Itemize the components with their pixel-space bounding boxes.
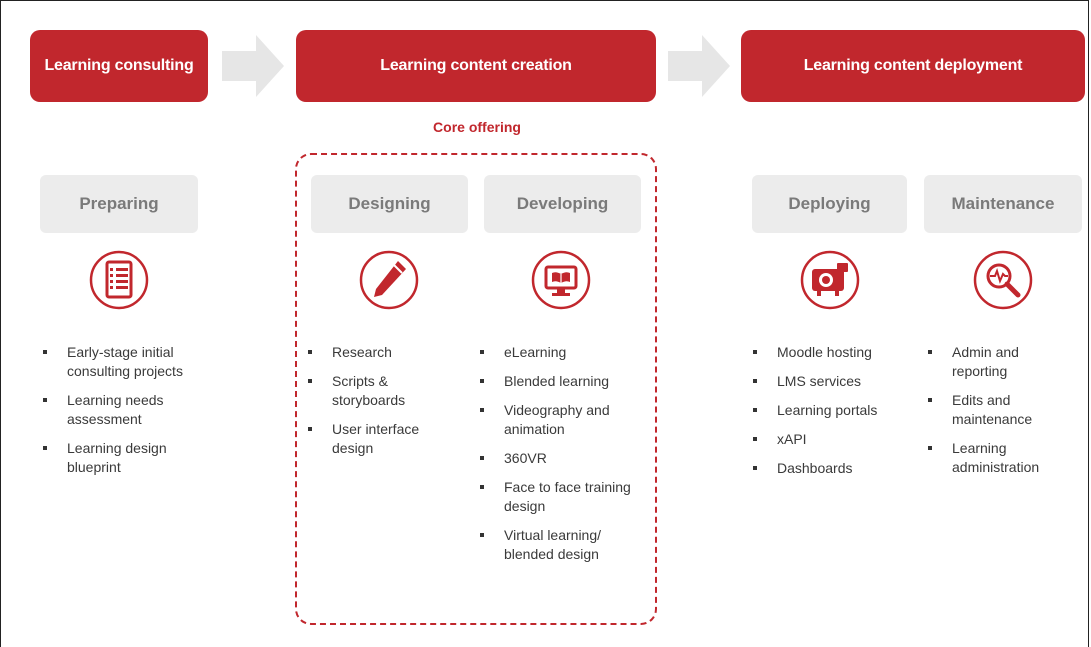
stage-maintenance: Maintenance [924,175,1082,233]
phase-learning-content-creation: Learning content creation [296,30,656,102]
checklist-icon [89,250,149,310]
list-item: Videography and animation [477,401,637,439]
stage-title: Deploying [788,194,871,213]
stage-title: Developing [516,194,609,213]
stage-title: Maintenance [951,194,1055,213]
list-item: Learning design blueprint [40,439,215,477]
list-item: Early-stage initial consulting projects [40,343,215,381]
list-item: Moodle hosting [750,343,910,362]
list-item: Virtual learning/ blended design [477,526,637,564]
list-item: Learning administration [925,439,1070,477]
core-offering-box [295,153,657,625]
stage-deploying: Deploying [752,175,907,233]
list-item: User interface design [305,420,455,458]
list-item: xAPI [750,430,910,449]
phase-label: Learning content creation [380,57,572,74]
list-item: Admin and reporting [925,343,1070,381]
stage-preparing: Preparing [40,175,198,233]
deploying-list: Moodle hosting LMS services Learning por… [750,343,910,488]
phase-label: Learning consulting [44,57,194,74]
list-item: Edits and maintenance [925,391,1070,429]
list-item: Research [305,343,455,362]
list-item: eLearning [477,343,637,362]
stage-title: Designing [348,194,431,213]
list-item: Dashboards [750,459,910,478]
arrow-right-icon [668,35,730,97]
magnifier-pulse-icon [973,250,1033,310]
list-item: Face to face training design [477,478,637,516]
stage-designing: Designing [311,175,468,233]
list-item: LMS services [750,372,910,391]
stage-developing: Developing [484,175,641,233]
list-item: Blended learning [477,372,637,391]
designing-list: Research Scripts & storyboards User inte… [305,343,455,468]
list-item: Learning needs assessment [40,391,215,429]
arrow-right-icon [222,35,284,97]
monitor-book-icon [531,250,591,310]
pen-icon [359,250,419,310]
list-item: 360VR [477,449,637,468]
projector-icon [800,250,860,310]
maintenance-list: Admin and reporting Edits and maintenanc… [925,343,1070,487]
list-item: Learning portals [750,401,910,420]
phase-label: Learning content deployment [803,57,1023,74]
core-offering-label: Core offering [433,119,521,135]
phase-learning-content-deployment: Learning content deployment [741,30,1085,102]
preparing-list: Early-stage initial consulting projects … [40,343,215,487]
developing-list: eLearning Blended learning Videography a… [477,343,637,574]
phase-learning-consulting: Learning consulting [30,30,208,102]
list-item: Scripts & storyboards [305,372,455,410]
stage-title: Preparing [79,194,159,213]
